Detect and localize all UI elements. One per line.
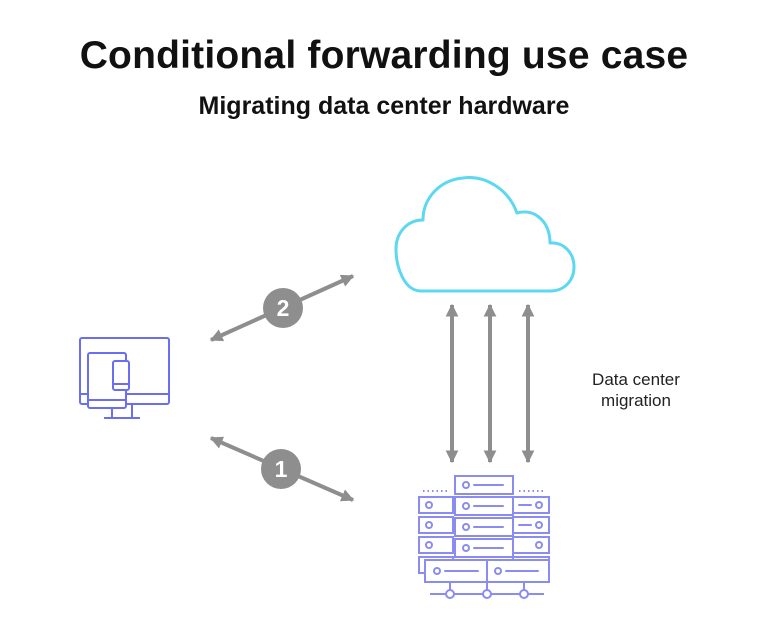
page-subtitle: Migrating data center hardware [198,92,570,120]
step-badge-2: 2 [263,288,303,328]
step-badge-1-label: 1 [275,456,288,482]
migration-label: Data center migration [571,369,701,411]
page-title: Conditional forwarding use case [79,34,689,77]
migration-label-line-1: Data center [592,370,680,389]
migration-label-line-2: migration [601,391,671,410]
devices-icon [79,337,170,419]
cloud-icon [394,176,576,293]
step-badge-2-label: 2 [277,295,290,321]
arrows [209,274,535,502]
step-badge-1: 1 [261,449,301,489]
server-rack-icon [418,475,550,599]
